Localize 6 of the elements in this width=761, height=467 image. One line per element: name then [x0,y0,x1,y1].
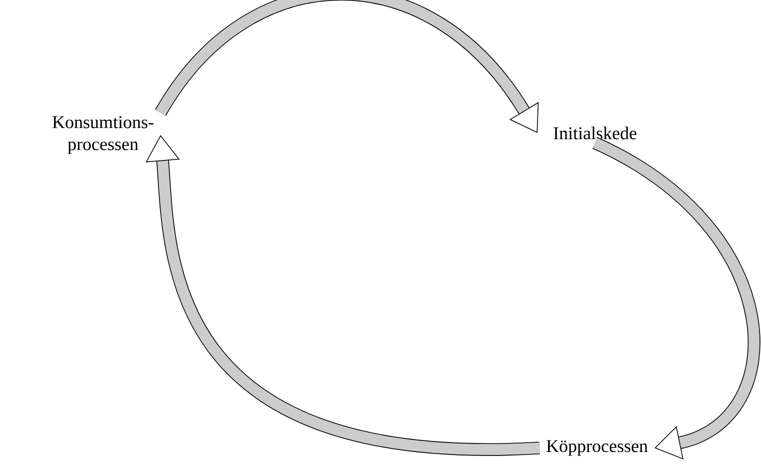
text-label: Initialskede [554,126,636,140]
ribbon-arrow [146,135,540,455]
text-label: Konsumtions- processen [52,116,154,154]
ribbon-arrow [592,137,760,460]
text-label: Köpprocessen [546,440,648,456]
ribbon-arrow [155,0,539,133]
